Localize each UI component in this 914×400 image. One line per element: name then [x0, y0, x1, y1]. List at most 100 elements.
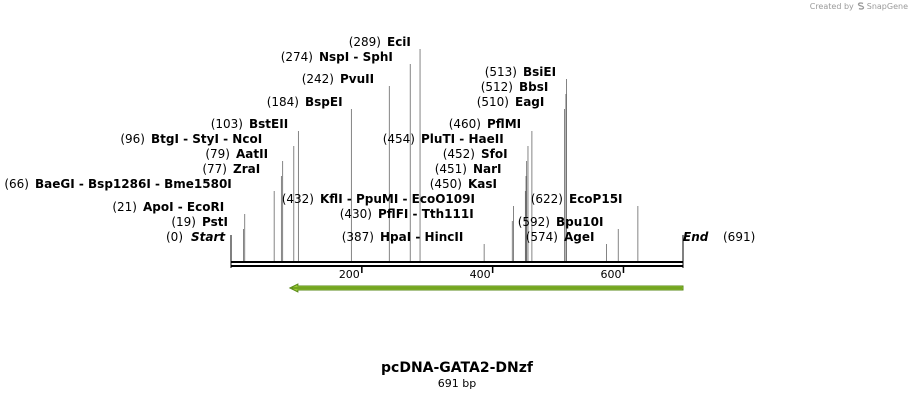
- enzyme-names[interactable]: ZraI: [233, 162, 260, 176]
- enzyme-name[interactable]: - EcoO109I: [398, 192, 475, 206]
- restriction-site[interactable]: (432) KflI - PpuMI - EcoO109I: [282, 192, 475, 206]
- enzyme-names[interactable]: AgeI: [564, 230, 594, 244]
- enzyme-names[interactable]: BstEII: [249, 117, 288, 131]
- credit-text: Created by: [809, 2, 854, 11]
- enzyme-names[interactable]: EciI: [387, 35, 411, 49]
- restriction-site[interactable]: (21)ApoI - EcoRI: [112, 200, 224, 214]
- restriction-site[interactable]: (430)PflFI - Tth111I: [340, 207, 474, 221]
- restriction-site[interactable]: (510)EagI: [477, 95, 545, 109]
- restriction-site[interactable]: (387) HpaI - HincII: [342, 230, 464, 244]
- restriction-site[interactable]: (454)PluTI - HaeII: [383, 132, 504, 146]
- restriction-site[interactable]: (513)BsiEI: [485, 65, 556, 79]
- enzyme-names[interactable]: NspI - SphI: [319, 50, 393, 64]
- enzyme-names[interactable]: BspEI: [305, 95, 343, 109]
- enzyme-names[interactable]: EagI: [515, 95, 544, 109]
- restriction-site[interactable]: (450) KasI: [430, 177, 497, 191]
- enzyme-name[interactable]: - StyI: [179, 132, 219, 146]
- restriction-site[interactable]: (289) EciI: [349, 35, 411, 49]
- enzyme-name[interactable]: - EcoRI: [174, 200, 225, 214]
- site-position: (574): [526, 230, 558, 244]
- enzyme-name[interactable]: ApoI: [143, 200, 174, 214]
- enzyme-name[interactable]: - PpuMI: [343, 192, 399, 206]
- restriction-site[interactable]: (592)Bpu10I: [518, 215, 604, 229]
- enzyme-name[interactable]: EagI: [515, 95, 544, 109]
- feature-arrow[interactable]: [288, 283, 684, 293]
- enzyme-names[interactable]: KasI: [468, 177, 497, 191]
- site-position: (387): [342, 230, 374, 244]
- leader-lines: [243, 49, 639, 261]
- enzyme-names[interactable]: PflFI - Tth111I: [378, 207, 474, 221]
- enzyme-name[interactable]: BaeGI: [35, 177, 75, 191]
- site-position: (19): [171, 215, 196, 229]
- restriction-site[interactable]: (96) BtgI - StyI - NcoI: [120, 132, 262, 146]
- sequence-backbone: [230, 235, 684, 268]
- enzyme-name[interactable]: PflFI: [378, 207, 408, 221]
- enzyme-names[interactable]: PvuII: [340, 72, 374, 86]
- enzyme-names[interactable]: HpaI - HincII: [380, 230, 463, 244]
- restriction-site[interactable]: (79)AatII: [205, 147, 268, 161]
- enzyme-name[interactable]: - HincII: [411, 230, 463, 244]
- enzyme-names[interactable]: PstI: [202, 215, 228, 229]
- enzyme-name[interactable]: KflI: [320, 192, 343, 206]
- enzyme-names[interactable]: BsiEI: [523, 65, 556, 79]
- enzyme-name[interactable]: NarI: [473, 162, 502, 176]
- restriction-site[interactable]: (103)BstEII: [211, 117, 288, 131]
- enzyme-name[interactable]: - Bsp1286I: [75, 177, 151, 191]
- enzyme-names[interactable]: SfoI: [481, 147, 508, 161]
- restriction-site[interactable]: (66)BaeGI - Bsp1286I - Bme1580I: [4, 177, 231, 191]
- restriction-site[interactable]: (622)EcoP15I: [531, 192, 623, 206]
- site-position: (96): [120, 132, 145, 146]
- enzyme-name[interactable]: BspEI: [305, 95, 343, 109]
- enzyme-name[interactable]: KasI: [468, 177, 497, 191]
- enzyme-name[interactable]: HpaI: [380, 230, 411, 244]
- enzyme-name[interactable]: ZraI: [233, 162, 260, 176]
- enzyme-names[interactable]: NarI: [473, 162, 502, 176]
- enzyme-name[interactable]: PflMI: [487, 117, 521, 131]
- enzyme-names[interactable]: EcoP15I: [569, 192, 623, 206]
- restriction-site[interactable]: (512)BbsI: [481, 80, 549, 94]
- end-label: End: [683, 230, 709, 244]
- site-labels: (19) PstI(21)ApoI - EcoRI (66)BaeGI - Bsp1…: [4, 35, 755, 244]
- enzyme-names[interactable]: BtgI - StyI - NcoI: [151, 132, 262, 146]
- restriction-site[interactable]: (19) PstI: [171, 215, 228, 229]
- enzyme-name[interactable]: PvuII: [340, 72, 374, 86]
- enzyme-name[interactable]: BsiEI: [523, 65, 556, 79]
- restriction-site[interactable]: (274)NspI - SphI: [281, 50, 393, 64]
- restriction-site[interactable]: (452) SfoI: [443, 147, 508, 161]
- enzyme-name[interactable]: - NcoI: [219, 132, 262, 146]
- site-position: (289): [349, 35, 381, 49]
- enzyme-name[interactable]: - HaeII: [455, 132, 504, 146]
- restriction-site[interactable]: (574) AgeI: [526, 230, 595, 244]
- enzyme-name[interactable]: BtgI: [151, 132, 179, 146]
- enzyme-names[interactable]: Bpu10I: [556, 215, 603, 229]
- enzyme-names[interactable]: KflI - PpuMI - EcoO109I: [320, 192, 475, 206]
- enzyme-name[interactable]: NspI: [319, 50, 349, 64]
- site-position: (452): [443, 147, 475, 161]
- enzyme-names[interactable]: ApoI - EcoRI: [143, 200, 224, 214]
- restriction-site[interactable]: (77)ZraI: [202, 162, 260, 176]
- enzyme-name[interactable]: - Tth111I: [408, 207, 473, 221]
- enzyme-name[interactable]: - Bme1580I: [151, 177, 232, 191]
- enzyme-names[interactable]: PflMI: [487, 117, 521, 131]
- enzyme-name[interactable]: EciI: [387, 35, 411, 49]
- enzyme-name[interactable]: AgeI: [564, 230, 594, 244]
- site-position: (450): [430, 177, 462, 191]
- restriction-site[interactable]: (184)BspEI: [267, 95, 343, 109]
- enzyme-name[interactable]: BstEII: [249, 117, 288, 131]
- enzyme-name[interactable]: - SphI: [349, 50, 393, 64]
- restriction-site[interactable]: (451)NarI: [435, 162, 502, 176]
- enzyme-name[interactable]: BbsI: [519, 80, 548, 94]
- restriction-site[interactable]: (242)PvuII: [302, 72, 374, 86]
- site-position: (432): [282, 192, 314, 206]
- enzyme-name[interactable]: PstI: [202, 215, 228, 229]
- enzyme-name[interactable]: PluTI: [421, 132, 455, 146]
- enzyme-names[interactable]: AatII: [236, 147, 268, 161]
- enzyme-name[interactable]: Bpu10I: [556, 215, 603, 229]
- enzyme-name[interactable]: AatII: [236, 147, 268, 161]
- enzyme-names[interactable]: BbsI: [519, 80, 548, 94]
- enzyme-names[interactable]: PluTI - HaeII: [421, 132, 504, 146]
- enzyme-names[interactable]: BaeGI - Bsp1286I - Bme1580I: [35, 177, 232, 191]
- enzyme-name[interactable]: SfoI: [481, 147, 508, 161]
- enzyme-name[interactable]: EcoP15I: [569, 192, 623, 206]
- restriction-site[interactable]: (460)PflMI: [449, 117, 521, 131]
